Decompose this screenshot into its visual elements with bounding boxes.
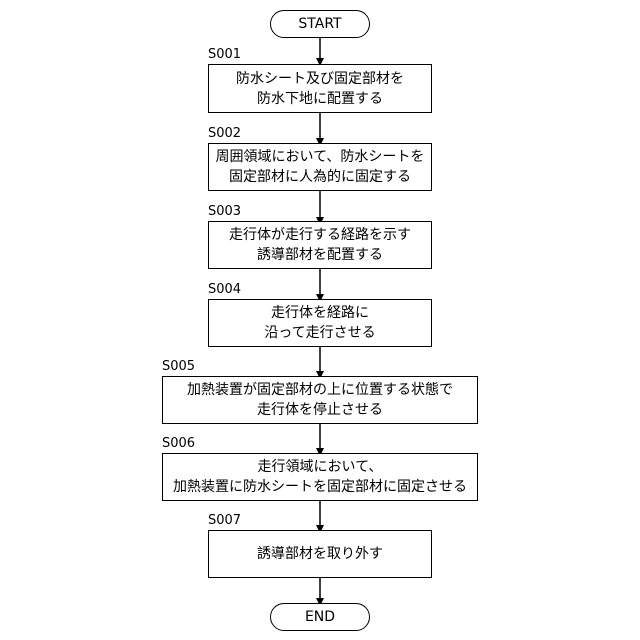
step-label-s004: S004 <box>208 283 241 297</box>
step-text-line: 誘導部材を配置する <box>257 245 383 265</box>
step-label-s006: S006 <box>162 437 195 451</box>
step-label-s005: S005 <box>162 360 195 374</box>
step-box-s006: 走行領域において、 加熱装置に防水シートを固定部材に固定させる <box>162 453 478 501</box>
step-text-line: 走行体が走行する経路を示す <box>229 225 411 245</box>
step-text-line: 固定部材に人為的に固定する <box>229 167 411 187</box>
end-terminal: END <box>270 603 370 631</box>
step-text-line: 加熱装置が固定部材の上に位置する状態で <box>187 380 453 400</box>
step-box-s002: 周囲領域において、防水シートを 固定部材に人為的に固定する <box>208 143 432 191</box>
step-box-s003: 走行体が走行する経路を示す 誘導部材を配置する <box>208 221 432 269</box>
step-text-line: 誘導部材を取り外す <box>257 544 383 564</box>
step-box-s001: 防水シート及び固定部材を 防水下地に配置する <box>208 64 432 113</box>
step-text-line: 加熱装置に防水シートを固定部材に固定させる <box>173 477 467 497</box>
step-label-s002: S002 <box>208 127 241 141</box>
step-text-line: 周囲領域において、防水シートを <box>216 147 425 167</box>
step-text-line: 沿って走行させる <box>264 323 375 343</box>
step-text-line: 防水下地に配置する <box>257 89 383 109</box>
step-text-line: 走行領域において、 <box>258 457 383 477</box>
step-label-s001: S001 <box>208 48 241 62</box>
step-label-s007: S007 <box>208 514 241 528</box>
step-box-s004: 走行体を経路に 沿って走行させる <box>208 299 432 347</box>
step-box-s007: 誘導部材を取り外す <box>208 530 432 578</box>
start-terminal: START <box>270 10 370 38</box>
step-label-s003: S003 <box>208 205 241 219</box>
step-box-s005: 加熱装置が固定部材の上に位置する状態で 走行体を停止させる <box>162 376 478 424</box>
step-text-line: 防水シート及び固定部材を <box>236 69 404 89</box>
step-text-line: 走行体を経路に <box>271 303 369 323</box>
step-text-line: 走行体を停止させる <box>257 400 383 420</box>
